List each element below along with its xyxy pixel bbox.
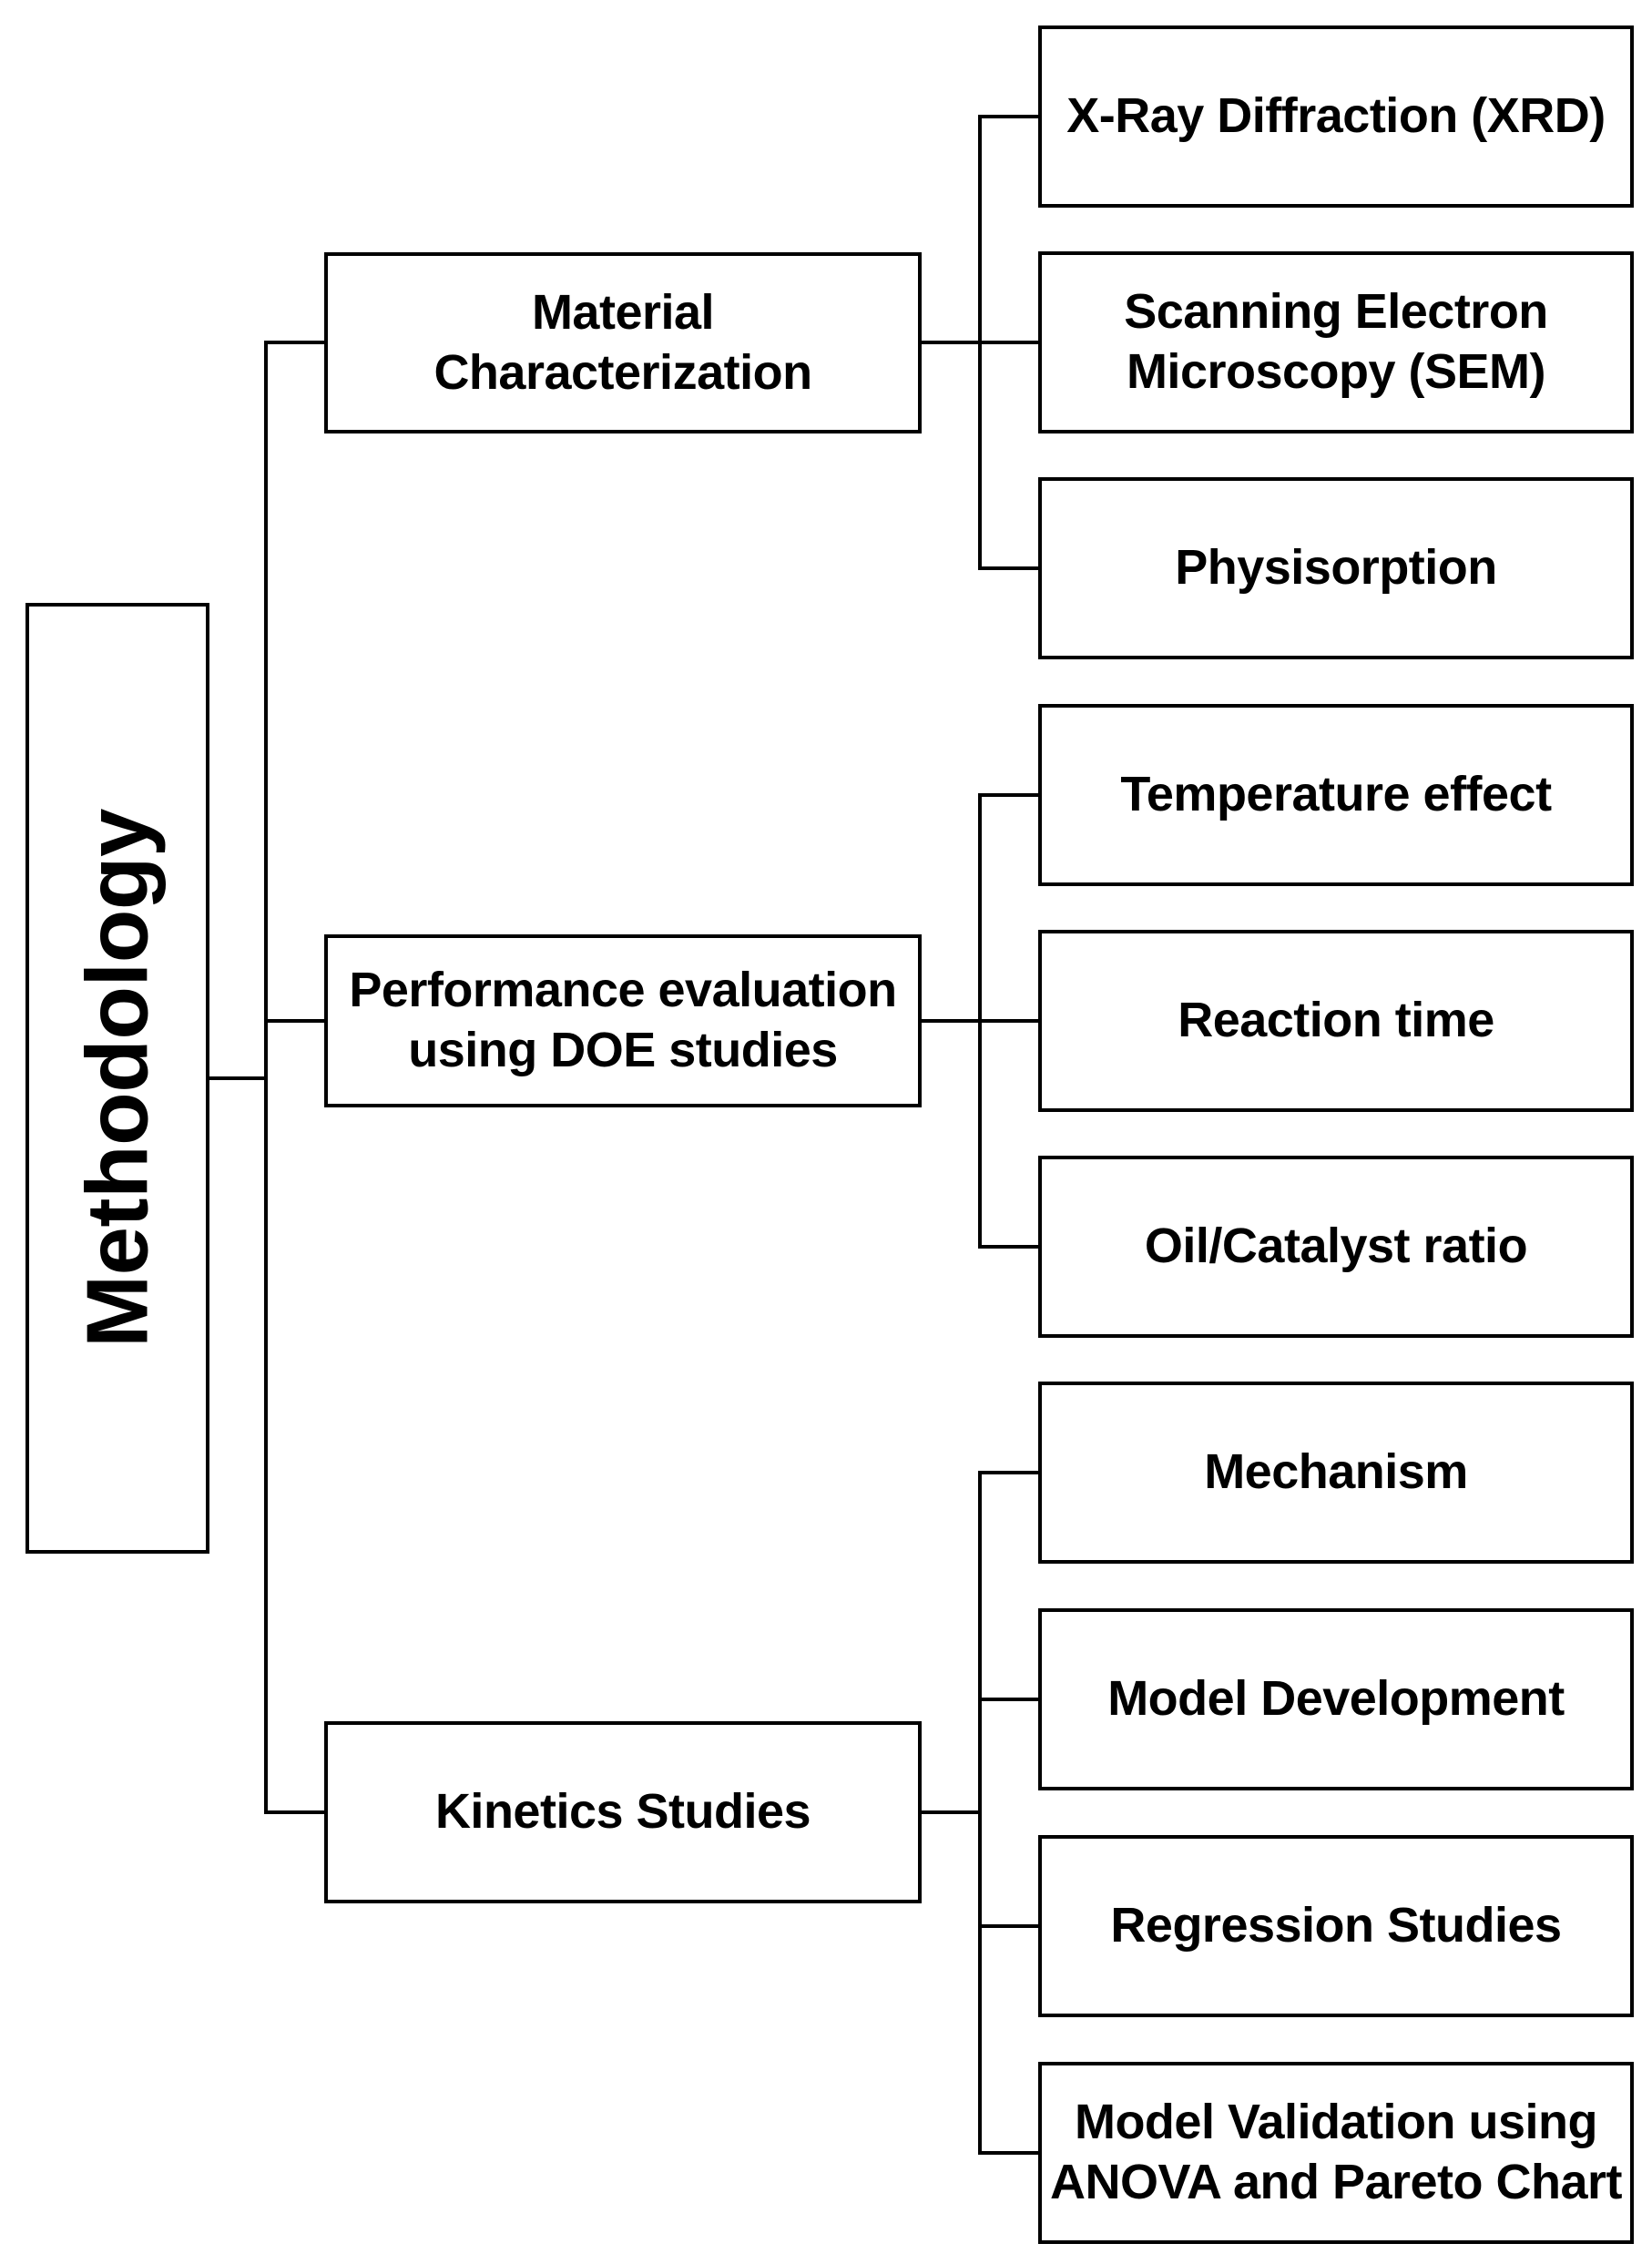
leaf-oil-catalyst-ratio: Oil/Catalyst ratio bbox=[1038, 1156, 1634, 1338]
branch-performance-evaluation: Performance evaluation using DOE studies bbox=[324, 934, 922, 1107]
branch-kinetics-studies: Kinetics Studies bbox=[324, 1721, 922, 1903]
leaf-model-development: Model Development bbox=[1038, 1608, 1634, 1790]
leaf-model-validation: Model Validation using ANOVA and Pareto … bbox=[1038, 2062, 1634, 2244]
root-label: Methodology bbox=[68, 809, 167, 1348]
leaf-physisorption: Physisorption bbox=[1038, 477, 1634, 659]
leaf-mechanism: Mechanism bbox=[1038, 1382, 1634, 1564]
leaf-sem: Scanning Electron Microscopy (SEM) bbox=[1038, 251, 1634, 433]
leaf-regression-studies: Regression Studies bbox=[1038, 1835, 1634, 2017]
leaf-xrd: X-Ray Diffraction (XRD) bbox=[1038, 25, 1634, 208]
leaf-reaction-time: Reaction time bbox=[1038, 930, 1634, 1112]
leaf-temperature-effect: Temperature effect bbox=[1038, 704, 1634, 886]
branch-material-characterization: Material Characterization bbox=[324, 252, 922, 433]
root-node: Methodology bbox=[25, 603, 209, 1554]
